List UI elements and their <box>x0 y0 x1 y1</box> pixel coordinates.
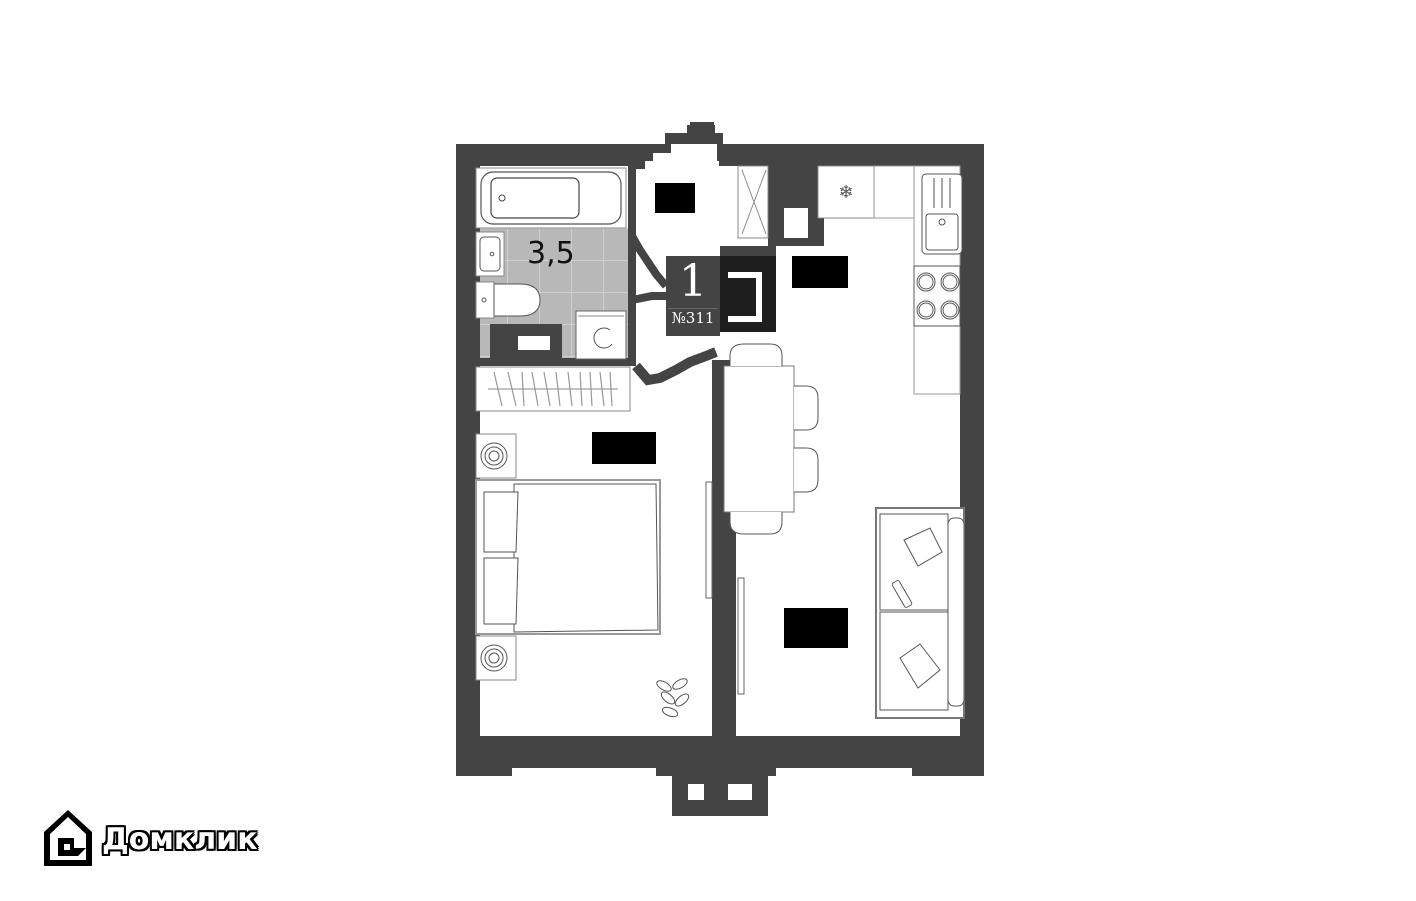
area-label-bathroom: 3,5 <box>527 236 575 271</box>
toilet <box>475 281 495 319</box>
door-living <box>737 577 745 695</box>
wall-bathroom-right <box>628 166 636 362</box>
wall-bottom <box>456 736 984 768</box>
logo-text: Домклик <box>102 821 258 857</box>
washing-machine <box>575 310 627 360</box>
house-logo-icon <box>44 810 92 866</box>
svg-text:❄: ❄ <box>838 182 853 202</box>
plant <box>656 678 690 718</box>
fridge <box>817 165 875 219</box>
wall-bottom-ext-right <box>912 766 984 776</box>
balcony-opening-left <box>688 784 704 800</box>
rooms-count: 1 <box>679 256 707 307</box>
area-mask-hallway <box>655 183 695 213</box>
wall-shaft-lower <box>720 246 776 256</box>
apartment-number: №311 <box>668 308 718 327</box>
wall-top-right <box>720 144 984 166</box>
area-mask-bedroom <box>592 432 656 464</box>
nightstand-bottom <box>475 635 517 681</box>
bathroom-duct-opening <box>518 336 550 350</box>
nightstand-top <box>475 433 517 479</box>
chair <box>794 447 819 493</box>
apartment-badge: 1 №311 <box>666 256 720 336</box>
wall-top-left <box>456 144 642 166</box>
counter-top <box>873 165 917 219</box>
dining-table <box>723 365 795 513</box>
brand-logo: Домклик <box>40 808 258 870</box>
area-mask-kitchen <box>792 256 848 288</box>
shaft-opening <box>784 208 808 238</box>
balcony-opening-right <box>728 784 752 800</box>
wall-bathroom-bottom <box>456 358 636 366</box>
chair <box>794 385 819 431</box>
chair <box>729 343 783 366</box>
door-bedroom <box>705 481 713 599</box>
chair <box>729 512 783 535</box>
wall-bottom-ext-left <box>456 766 512 776</box>
area-mask-living <box>784 608 848 648</box>
entry-door <box>720 256 776 332</box>
